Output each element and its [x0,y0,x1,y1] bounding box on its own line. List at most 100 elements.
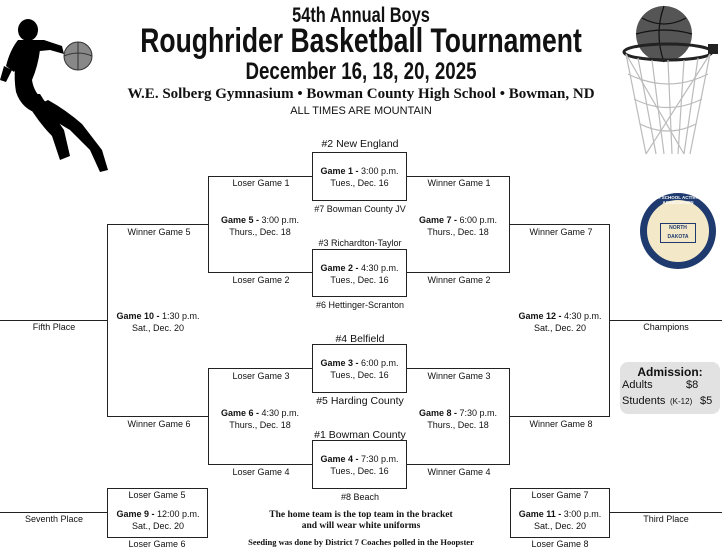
adults-label: Adults [622,379,653,391]
game-7-info: Game 7 - 6:00 p.m. Thurs., Dec. 18 [398,214,518,238]
seeding-note: Seeding was done by District 7 Coaches p… [248,537,474,547]
game-3-box: Game 3 - 6:00 p.m. Tues., Dec. 16 [312,344,407,393]
label-winner-game-5: Winner Game 5 [127,227,191,237]
game-label: Game 11 - [518,509,562,519]
label-winner-game-1: Winner Game 1 [427,178,491,188]
label-loser-game-4: Loser Game 4 [232,467,290,477]
team-7-bowman-county-jv: #7 Bowman County JV [314,204,406,214]
game-8-info: Game 8 - 7:30 p.m. Thurs., Dec. 18 [398,407,518,431]
label-loser-game-1: Loser Game 1 [232,178,290,188]
label-winner-game-6: Winner Game 6 [127,419,191,429]
game-time: 1:30 p.m. [162,311,200,321]
game-time: 4:30 p.m. [564,311,602,321]
game-label: Game 3 - [320,358,359,368]
label-winner-game-8: Winner Game 8 [529,419,593,429]
bracket-line [107,224,108,417]
team-2-new-england: #2 New England [321,138,399,150]
bracket-line [208,272,312,273]
game-time: 4:30 p.m. [261,408,300,418]
timezone-note: ALL TIMES ARE MOUNTAIN [290,105,432,117]
bracket-line [107,416,208,417]
label-loser-game-3: Loser Game 3 [232,371,290,381]
team-5-harding-county: #5 Harding County [316,395,404,407]
bracket-line [609,224,610,417]
adults-price: $8 [686,379,699,391]
bracket-line [0,512,107,513]
seal-state-bottom: DAKOTA [667,234,689,240]
seventh-place-label: Seventh Place [24,514,84,524]
game-time: 3:00 p.m. [361,166,399,176]
third-place-label: Third Place [643,514,689,524]
bracket-line [510,416,610,417]
game-12-info: Game 12 - 4:30 p.m. Sat., Dec. 20 [500,310,620,334]
game-time: 3:00 p.m. [563,509,602,519]
bracket-line [406,464,510,465]
team-8-beach: #8 Beach [340,492,380,502]
game-time: 6:00 p.m. [361,358,399,368]
bracket-line [609,488,610,538]
team-3-richardton-taylor: #3 Richardton-Taylor [318,238,402,248]
ball-icon [636,6,692,62]
game-day: Thurs., Dec. 18 [427,227,489,237]
admission-panel [620,362,720,414]
game-day: Thurs., Dec. 18 [229,227,291,237]
label-winner-game-4: Winner Game 4 [427,467,491,477]
bracket-line [107,224,208,225]
bracket-line [510,537,610,538]
game-day: Tues., Dec. 16 [330,275,389,285]
bracket-line [208,368,209,465]
game-2-box: Game 2 - 4:30 p.m. Tues., Dec. 16 [312,249,407,297]
students-price: $5 [700,395,713,407]
students-label: Students [622,395,666,407]
basketball-hoop-icon [622,5,718,155]
game-6-info: Game 6 - 4:30 p.m. Thurs., Dec. 18 [200,407,320,431]
bracket-line [107,537,208,538]
bracket-line [107,488,108,538]
game-time: 4:30 p.m. [361,263,399,273]
bracket-line [510,224,610,225]
bracket-line [610,512,722,513]
bracket-line [0,320,107,321]
label-winner-game-7: Winner Game 7 [529,227,593,237]
bracket-line [509,368,510,465]
bracket-line [610,320,722,321]
game-label: Game 5 - [220,215,259,225]
game-label: Game 6 - [220,408,259,418]
game-label: Game 7 - [418,215,457,225]
label-loser-game-7: Loser Game 7 [531,490,589,500]
game-label: Game 4 - [320,454,359,464]
seal-state: NORTH DAKOTA [660,223,696,243]
game-label: Game 2 - [320,263,359,273]
bracket-line [406,176,510,177]
bracket-line [509,176,510,273]
bracket-line [107,488,208,489]
game-day: Tues., Dec. 16 [330,178,389,188]
label-winner-game-2: Winner Game 2 [427,275,491,285]
game-day: Sat., Dec. 20 [131,323,185,333]
label-loser-game-2: Loser Game 2 [232,275,290,285]
label-loser-game-8: Loser Game 8 [531,539,589,549]
game-9-info: Game 9 - 12:00 p.m. Sat., Dec. 20 [98,508,218,532]
bracket-line [208,464,312,465]
game-11-info: Game 11 - 3:00 p.m. Sat., Dec. 20 [500,508,620,532]
game-day: Thurs., Dec. 18 [427,420,489,430]
venue-line: W.E. Solberg Gymnasium • Bowman County H… [127,86,595,102]
label-winner-game-3: Winner Game 3 [427,371,491,381]
bracket-line [208,176,209,273]
game-day: Sat., Dec. 20 [533,521,587,531]
bracket-line [510,488,511,538]
fifth-place-label: Fifth Place [32,322,76,332]
home-team-note-1: The home team is the top team in the bra… [269,510,453,520]
admission-title: Admission: [637,365,703,379]
bracket-line [208,176,312,177]
game-1-box: Game 1 - 3:00 p.m. Tues., Dec. 16 [312,152,407,201]
game-day: Tues., Dec. 16 [330,466,389,476]
page-title: Roughrider Basketball Tournament [140,22,582,60]
team-1-bowman-county: #1 Bowman County [314,429,406,441]
bracket-line [510,488,610,489]
bracket-line [406,272,510,273]
game-time: 12:00 p.m. [157,509,200,519]
bracket-line [406,368,510,369]
game-10-info: Game 10 - 1:30 p.m. Sat., Dec. 20 [98,310,218,334]
label-loser-game-5: Loser Game 5 [128,490,186,500]
